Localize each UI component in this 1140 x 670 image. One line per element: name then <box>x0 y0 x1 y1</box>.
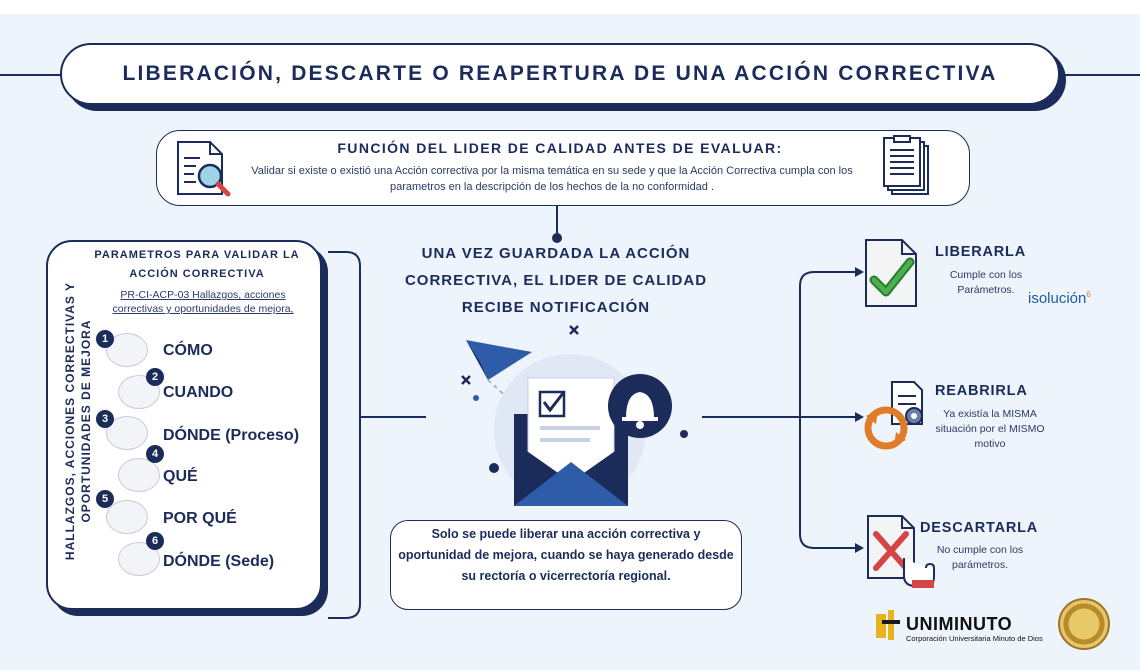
function-description: Validar si existe o existió una Acción c… <box>251 165 853 193</box>
outcome-description: No cumple con los parámetros. <box>936 544 1024 571</box>
note-box <box>390 520 742 610</box>
item-label: CÓMO <box>163 342 213 359</box>
item-number: 6 <box>146 532 164 550</box>
outcome-description: Ya existía la MISMA situación por el MIS… <box>935 408 1045 450</box>
outcome-title: REABRIRLA <box>935 383 1028 399</box>
isolucion-logo: isolución6 <box>1028 290 1091 307</box>
page-title: LIBERACIÓN, DESCARTE O REAPERTURA DE UNA… <box>122 62 998 85</box>
top-band <box>0 0 1140 14</box>
outcome-title: LIBERARLA <box>935 244 1026 260</box>
uniminuto-subtitle: Corporación Universitaria Minuto de Dios <box>906 634 1043 643</box>
title-line-left <box>0 74 62 76</box>
function-box <box>156 130 970 206</box>
note-text: Solo se puede liberar una acción correct… <box>398 527 734 583</box>
item-label: POR QUÉ <box>163 510 237 527</box>
title-pill: LIBERACIÓN, DESCARTE O REAPERTURA DE UNA… <box>60 43 1060 105</box>
checkmark-document-icon <box>865 239 917 307</box>
item-number: 4 <box>146 445 164 463</box>
item-number: 3 <box>96 410 114 428</box>
title-line-right <box>1062 74 1140 76</box>
parameters-reference: PR-CI-ACP-03 Hallazgos, acciones correct… <box>112 289 294 315</box>
item-number: 2 <box>146 368 164 386</box>
item-label: QUÉ <box>163 468 198 485</box>
isolucion-name: isolución <box>1028 290 1087 307</box>
function-connector <box>556 206 558 236</box>
function-connector-dot <box>552 233 562 243</box>
outcome-title: DESCARTARLA <box>920 520 1039 536</box>
uniminuto-logo: UNIMINUTO <box>906 614 1013 634</box>
item-label: DÓNDE (Sede) <box>163 553 275 570</box>
center-heading: UNA VEZ GUARDADA LA ACCIÓN CORRECTIVA, E… <box>404 245 708 316</box>
documents-stack-icon <box>883 135 929 195</box>
gold-seal-icon <box>1058 598 1110 650</box>
why-icon <box>106 500 148 534</box>
outcome-description: Cumple con los Parámetros. <box>949 269 1023 296</box>
question-icon <box>118 458 160 492</box>
uniminuto-emblem-icon <box>876 610 900 640</box>
item-number: 5 <box>96 490 114 508</box>
email-notification-icon <box>461 325 688 506</box>
function-title: FUNCIÓN DEL LIDER DE CALIDAD ANTES DE EV… <box>337 140 783 156</box>
item-number: 1 <box>96 330 114 348</box>
parameters-title: PARAMETROS PARA VALIDAR LA ACCIÓN CORREC… <box>94 249 300 280</box>
search-document-icon <box>177 141 231 197</box>
parameters-box <box>46 240 322 610</box>
item-label: CUANDO <box>163 384 234 401</box>
discard-document-icon <box>867 515 935 588</box>
item-label: DÓNDE (Proceso) <box>163 427 300 444</box>
reopen-gear-icon <box>864 381 923 450</box>
isolucion-version: 6 <box>1086 290 1091 299</box>
